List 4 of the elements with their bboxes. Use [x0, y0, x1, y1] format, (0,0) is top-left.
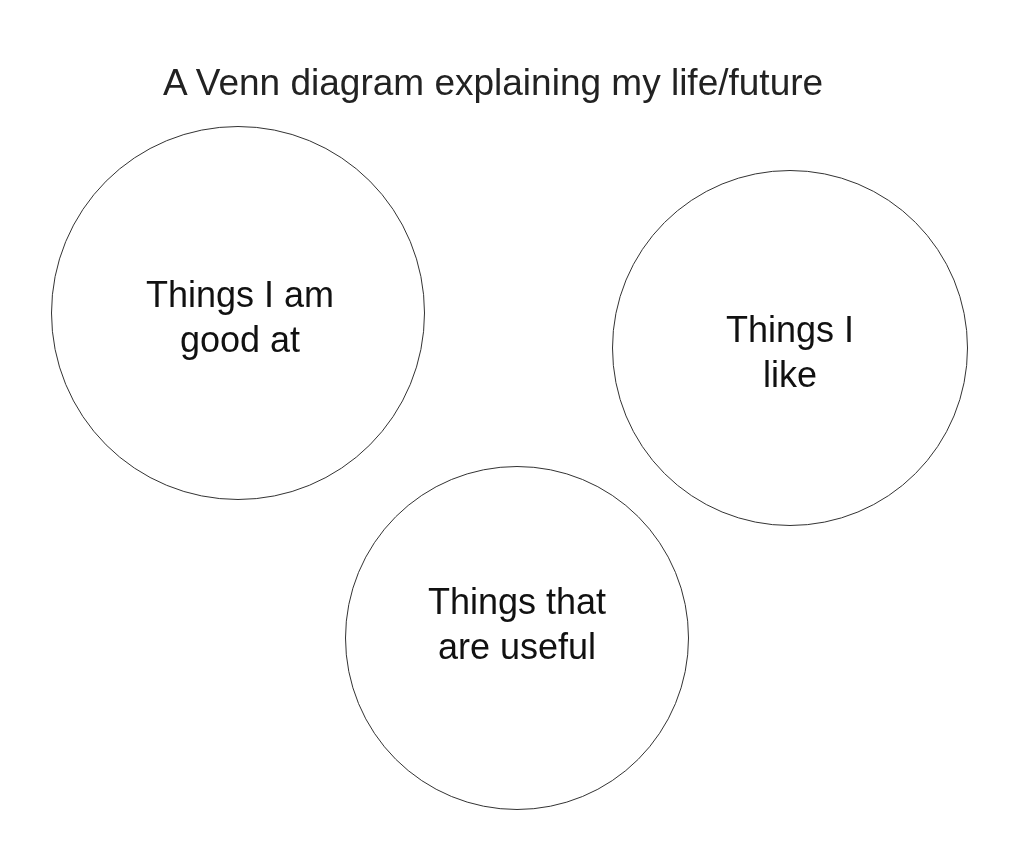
set-label: Things that are useful	[426, 580, 608, 669]
set-label: Things I like	[724, 308, 856, 397]
title: A Venn diagram explaining my life/future	[161, 62, 825, 104]
set-label: Things I am good at	[144, 273, 336, 362]
